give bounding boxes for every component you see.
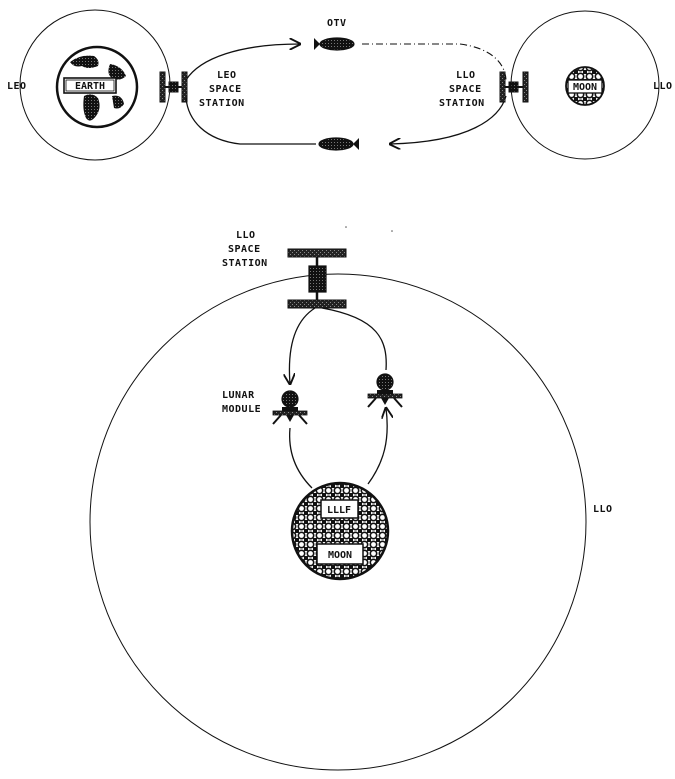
llo-orbit-circle-top — [510, 10, 660, 160]
otv-label: OTV — [327, 18, 347, 29]
earth-label: EARTH — [75, 81, 105, 92]
llo-station-label-bottom: LLO SPACE STATION — [222, 230, 268, 269]
svg-text:SPACE: SPACE — [209, 84, 242, 95]
svg-text:MODULE: MODULE — [222, 404, 261, 415]
small-moon-icon — [565, 66, 605, 106]
svg-text:LLO: LLO — [236, 230, 256, 241]
lunar-module-descending-icon — [272, 390, 308, 425]
top-panel: LEO EARTH LEO SPACE STATION — [7, 9, 673, 161]
lunar-module-ascending-icon — [367, 373, 403, 408]
svg-text:SPACE: SPACE — [228, 244, 261, 255]
svg-text:STATION: STATION — [222, 258, 268, 269]
llo-orbit-label-top: LLO — [653, 81, 673, 92]
moon-label-large: MOON — [328, 550, 352, 561]
descent-arrow — [289, 307, 316, 384]
speck-mark — [391, 230, 393, 232]
otv-return-icon — [318, 137, 359, 151]
ascent-path-upper — [321, 307, 387, 371]
svg-text:LEO: LEO — [217, 70, 237, 81]
transfer-path-return — [390, 95, 507, 144]
leo-station-label: LEO SPACE STATION — [199, 70, 245, 109]
leo-space-station-icon — [159, 71, 188, 103]
descent-path-lower — [288, 427, 313, 489]
bottom-panel: LLO LLO SPACE STATION LUNAR MODULE — [89, 226, 613, 771]
otv-outbound-icon — [314, 37, 355, 51]
lllf-label: LLLF — [327, 505, 351, 516]
llo-space-station-icon-bottom — [287, 248, 347, 309]
llo-orbit-label-large: LLO — [593, 504, 613, 515]
transfer-arrow-outbound — [185, 44, 300, 81]
transfer-path-outbound-dashed — [362, 43, 507, 81]
svg-text:STATION: STATION — [199, 98, 245, 109]
llo-station-label-top: LLO SPACE STATION — [439, 70, 485, 109]
llo-space-station-icon-top — [499, 71, 529, 103]
moon-large-icon — [290, 481, 390, 581]
speck-mark — [345, 226, 347, 228]
svg-text:SPACE: SPACE — [449, 84, 482, 95]
svg-text:LUNAR: LUNAR — [222, 390, 255, 401]
transfer-path-return-left — [185, 97, 316, 145]
small-moon-label: MOON — [573, 82, 597, 93]
llo-orbit-circle-large — [89, 273, 587, 771]
svg-text:LLO: LLO — [456, 70, 476, 81]
ascent-arrow — [367, 408, 387, 485]
leo-orbit-label: LEO — [7, 81, 27, 92]
lunar-module-label: LUNAR MODULE — [222, 390, 261, 415]
earth-icon — [55, 45, 139, 129]
svg-text:STATION: STATION — [439, 98, 485, 109]
